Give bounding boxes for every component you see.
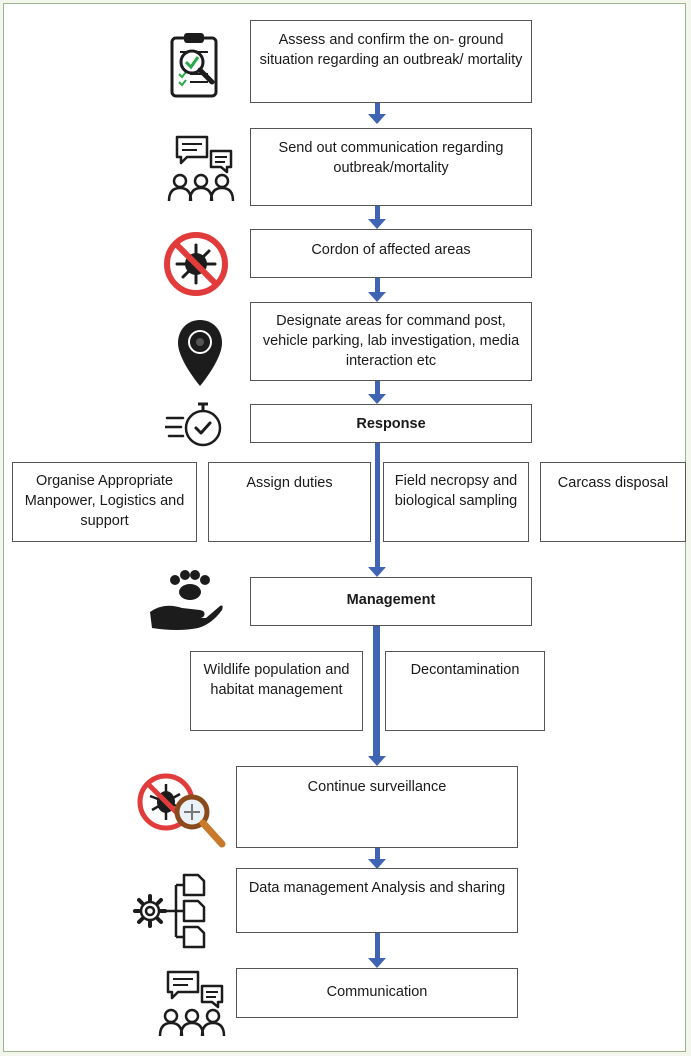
- management-decontamination-box: Decontamination: [385, 651, 545, 731]
- step-send-communication-box: Send out communication regarding outbrea…: [250, 128, 532, 206]
- arrowhead: [368, 567, 386, 577]
- connector-arrow: [375, 103, 380, 114]
- response-necropsy-box: Field necropsy and biological sampling: [383, 462, 529, 542]
- connector-arrow: [375, 443, 380, 569]
- gear-documents-icon: [132, 871, 216, 951]
- step-communication-box: Communication: [236, 968, 518, 1018]
- location-pin-icon: [176, 318, 224, 388]
- arrowhead: [368, 859, 386, 869]
- connector-arrow: [375, 381, 380, 395]
- people-chat-icon: [165, 133, 237, 205]
- step-response-box: Response: [250, 404, 532, 443]
- arrowhead: [368, 394, 386, 404]
- step-assess-box: Assess and confirm the on- ground situat…: [250, 20, 532, 103]
- step-designate-areas-box: Designate areas for command post, vehicl…: [250, 302, 532, 381]
- fast-stopwatch-icon: [165, 400, 229, 450]
- response-assign-duties-box: Assign duties: [208, 462, 371, 542]
- response-carcass-disposal-box: Carcass disposal: [540, 462, 686, 542]
- response-manpower-box: Organise Appropriate Manpower, Logistics…: [12, 462, 197, 542]
- clipboard-magnifier-icon: [164, 30, 224, 100]
- hand-paw-icon: [148, 568, 224, 636]
- connector-arrow: [375, 848, 380, 860]
- connector-arrow: [375, 206, 380, 220]
- connector-arrow: [375, 933, 380, 960]
- connector-arrow: [375, 278, 380, 293]
- arrowhead: [368, 219, 386, 229]
- arrowhead: [368, 114, 386, 124]
- connector-arrow: [373, 626, 380, 759]
- step-continue-surveillance-box: Continue surveillance: [236, 766, 518, 848]
- management-wildlife-box: Wildlife population and habitat manageme…: [190, 651, 363, 731]
- arrowhead: [368, 756, 386, 766]
- arrowhead: [368, 292, 386, 302]
- people-chat-icon: [156, 968, 228, 1040]
- step-data-management-box: Data management Analysis and sharing: [236, 868, 518, 933]
- step-cordon-box: Cordon of affected areas: [250, 229, 532, 278]
- step-management-box: Management: [250, 577, 532, 626]
- arrowhead: [368, 958, 386, 968]
- bug-magnifier-icon: [136, 770, 232, 854]
- no-virus-icon: [163, 231, 229, 297]
